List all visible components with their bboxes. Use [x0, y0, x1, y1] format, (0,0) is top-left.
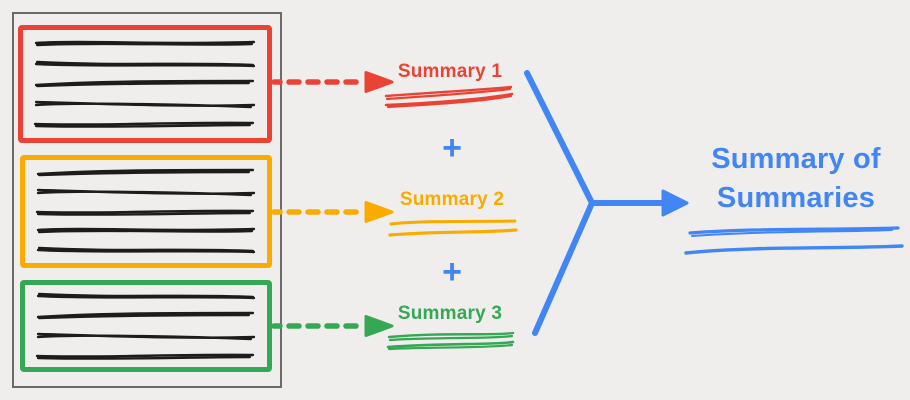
result-label: Summary of Summaries — [688, 140, 904, 218]
text-scribble-line — [36, 168, 255, 177]
text-scribble-line — [34, 100, 256, 109]
text-scribble-line — [34, 79, 255, 88]
text-scribble-line — [36, 311, 255, 320]
text-scribble-line — [36, 227, 256, 233]
summary-1-label: Summary 1 — [397, 61, 503, 82]
text-scribble-line — [35, 353, 255, 360]
summary-1-scribble — [384, 85, 514, 109]
text-scribble-line — [36, 332, 256, 341]
document-section-2-text — [25, 160, 267, 263]
dashed-arrow-section1-to-summary1 — [271, 71, 394, 93]
text-scribble-line — [34, 40, 256, 47]
result-label-line1: Summary of — [711, 143, 881, 175]
text-scribble-line — [36, 189, 256, 197]
text-scribble-line — [36, 246, 256, 254]
document-section-3 — [20, 280, 272, 372]
summary-3-scribble — [386, 331, 515, 351]
result-label-line2: Summaries — [716, 182, 876, 214]
document-section-2 — [20, 155, 272, 268]
document-section-1-text — [23, 30, 267, 138]
text-scribble-line — [33, 121, 255, 128]
plus-operator-2: + — [442, 253, 462, 291]
summary-3-label: Summary 3 — [397, 303, 503, 324]
summary-2-scribble — [388, 219, 518, 237]
document-section-1 — [18, 25, 272, 143]
summary-2-label: Summary 2 — [399, 189, 505, 210]
result-scribble — [684, 226, 904, 255]
merge-arrow — [524, 70, 689, 336]
plus-operator-1: + — [442, 129, 462, 167]
text-scribble-line — [34, 60, 256, 68]
document-section-3-text — [25, 285, 267, 367]
source-document-frame — [12, 12, 282, 388]
text-scribble-line — [36, 292, 256, 300]
text-scribble-line — [35, 209, 255, 216]
dashed-arrow-section3-to-summary3 — [271, 315, 394, 337]
dashed-arrow-section2-to-summary2 — [271, 201, 394, 223]
